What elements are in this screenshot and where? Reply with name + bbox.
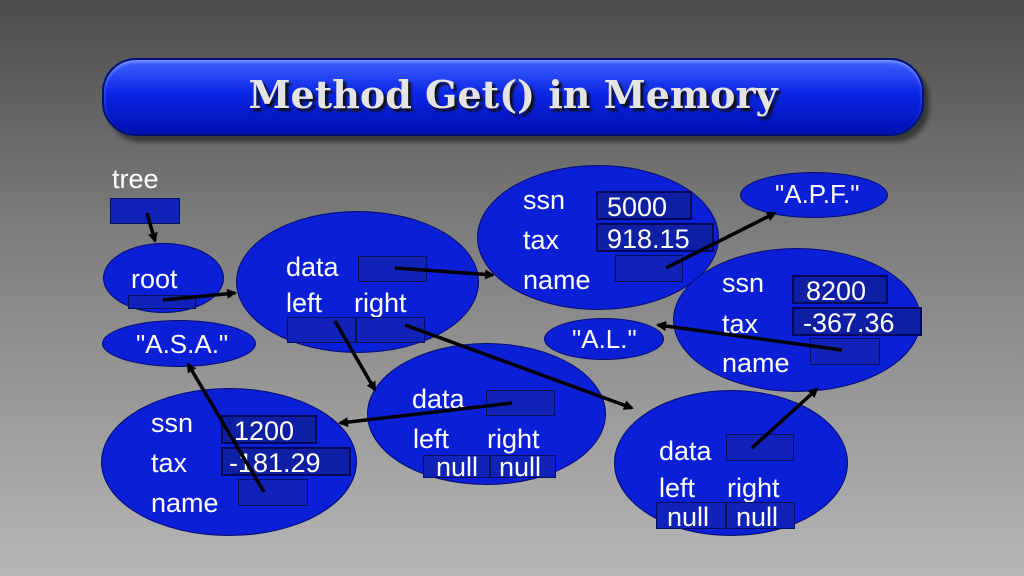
record-1200-tax-label: tax — [151, 448, 188, 478]
record-8200-ssn-value: 8200 — [806, 276, 867, 306]
string-asa-node — [102, 320, 256, 367]
node3-left-box — [656, 502, 726, 529]
record-8200-name-label: name — [722, 348, 790, 378]
node2-right-null: null — [499, 452, 542, 482]
string-apf-node — [740, 172, 888, 218]
record-1200-tax-value: -181.29 — [229, 448, 321, 478]
record-5000-name-box — [615, 255, 683, 282]
string-apf-text: "A.P.F." — [775, 179, 860, 209]
record-5000-tax-value: 918.15 — [607, 224, 690, 254]
record-1200-ssn-value: 1200 — [234, 416, 295, 446]
string-asa-text: "A.S.A." — [136, 329, 229, 359]
node3-left-label: left — [659, 473, 696, 503]
node2-right-box — [490, 455, 556, 478]
node1-left-box — [287, 317, 356, 343]
node2-left-box — [423, 455, 490, 478]
root-pointer-box — [128, 295, 196, 309]
node2-data-label: data — [412, 384, 465, 414]
node3-data-label: data — [659, 436, 712, 466]
node1-right-label: right — [354, 288, 407, 318]
node2-right-label: right — [487, 424, 540, 454]
record-5000-ssn-value: 5000 — [607, 192, 668, 222]
record-8200-ssn-box — [792, 275, 888, 304]
node3-data-box — [726, 434, 794, 461]
node3-right-label: right — [727, 473, 780, 503]
title-banner: Method Get() in Memory — [102, 58, 924, 136]
record-1200-name-label: name — [151, 488, 219, 518]
node3-right-null: null — [736, 502, 779, 532]
node2-left-label: left — [413, 424, 450, 454]
record-5000-tax-label: tax — [523, 225, 560, 255]
node1-data-box — [358, 256, 427, 282]
record-1200-ssn-label: ssn — [151, 408, 194, 438]
root-label: root — [131, 264, 178, 294]
record-8200-ssn-label: ssn — [722, 268, 765, 298]
record-1200-name-box — [238, 479, 308, 506]
page-title: Method Get() in Memory — [248, 72, 778, 117]
record-8200-tax-value: -367.36 — [803, 308, 895, 338]
record-8200-tax-label: tax — [722, 309, 759, 339]
record-5000-ssn-label: ssn — [523, 185, 566, 215]
string-al-text: "A.L." — [572, 324, 637, 354]
node1-data-label: data — [286, 252, 339, 282]
node3-left-null: null — [667, 502, 710, 532]
node3-right-box — [726, 502, 795, 529]
record-8200-name-box — [810, 338, 880, 365]
node1-left-label: left — [286, 288, 323, 318]
tree-label: tree — [112, 164, 159, 194]
record-5000-name-label: name — [523, 265, 591, 295]
node2-data-box — [486, 390, 555, 416]
tree-pointer-box — [110, 198, 180, 224]
node1-right-box — [356, 317, 425, 343]
node2-left-null: null — [436, 452, 479, 482]
